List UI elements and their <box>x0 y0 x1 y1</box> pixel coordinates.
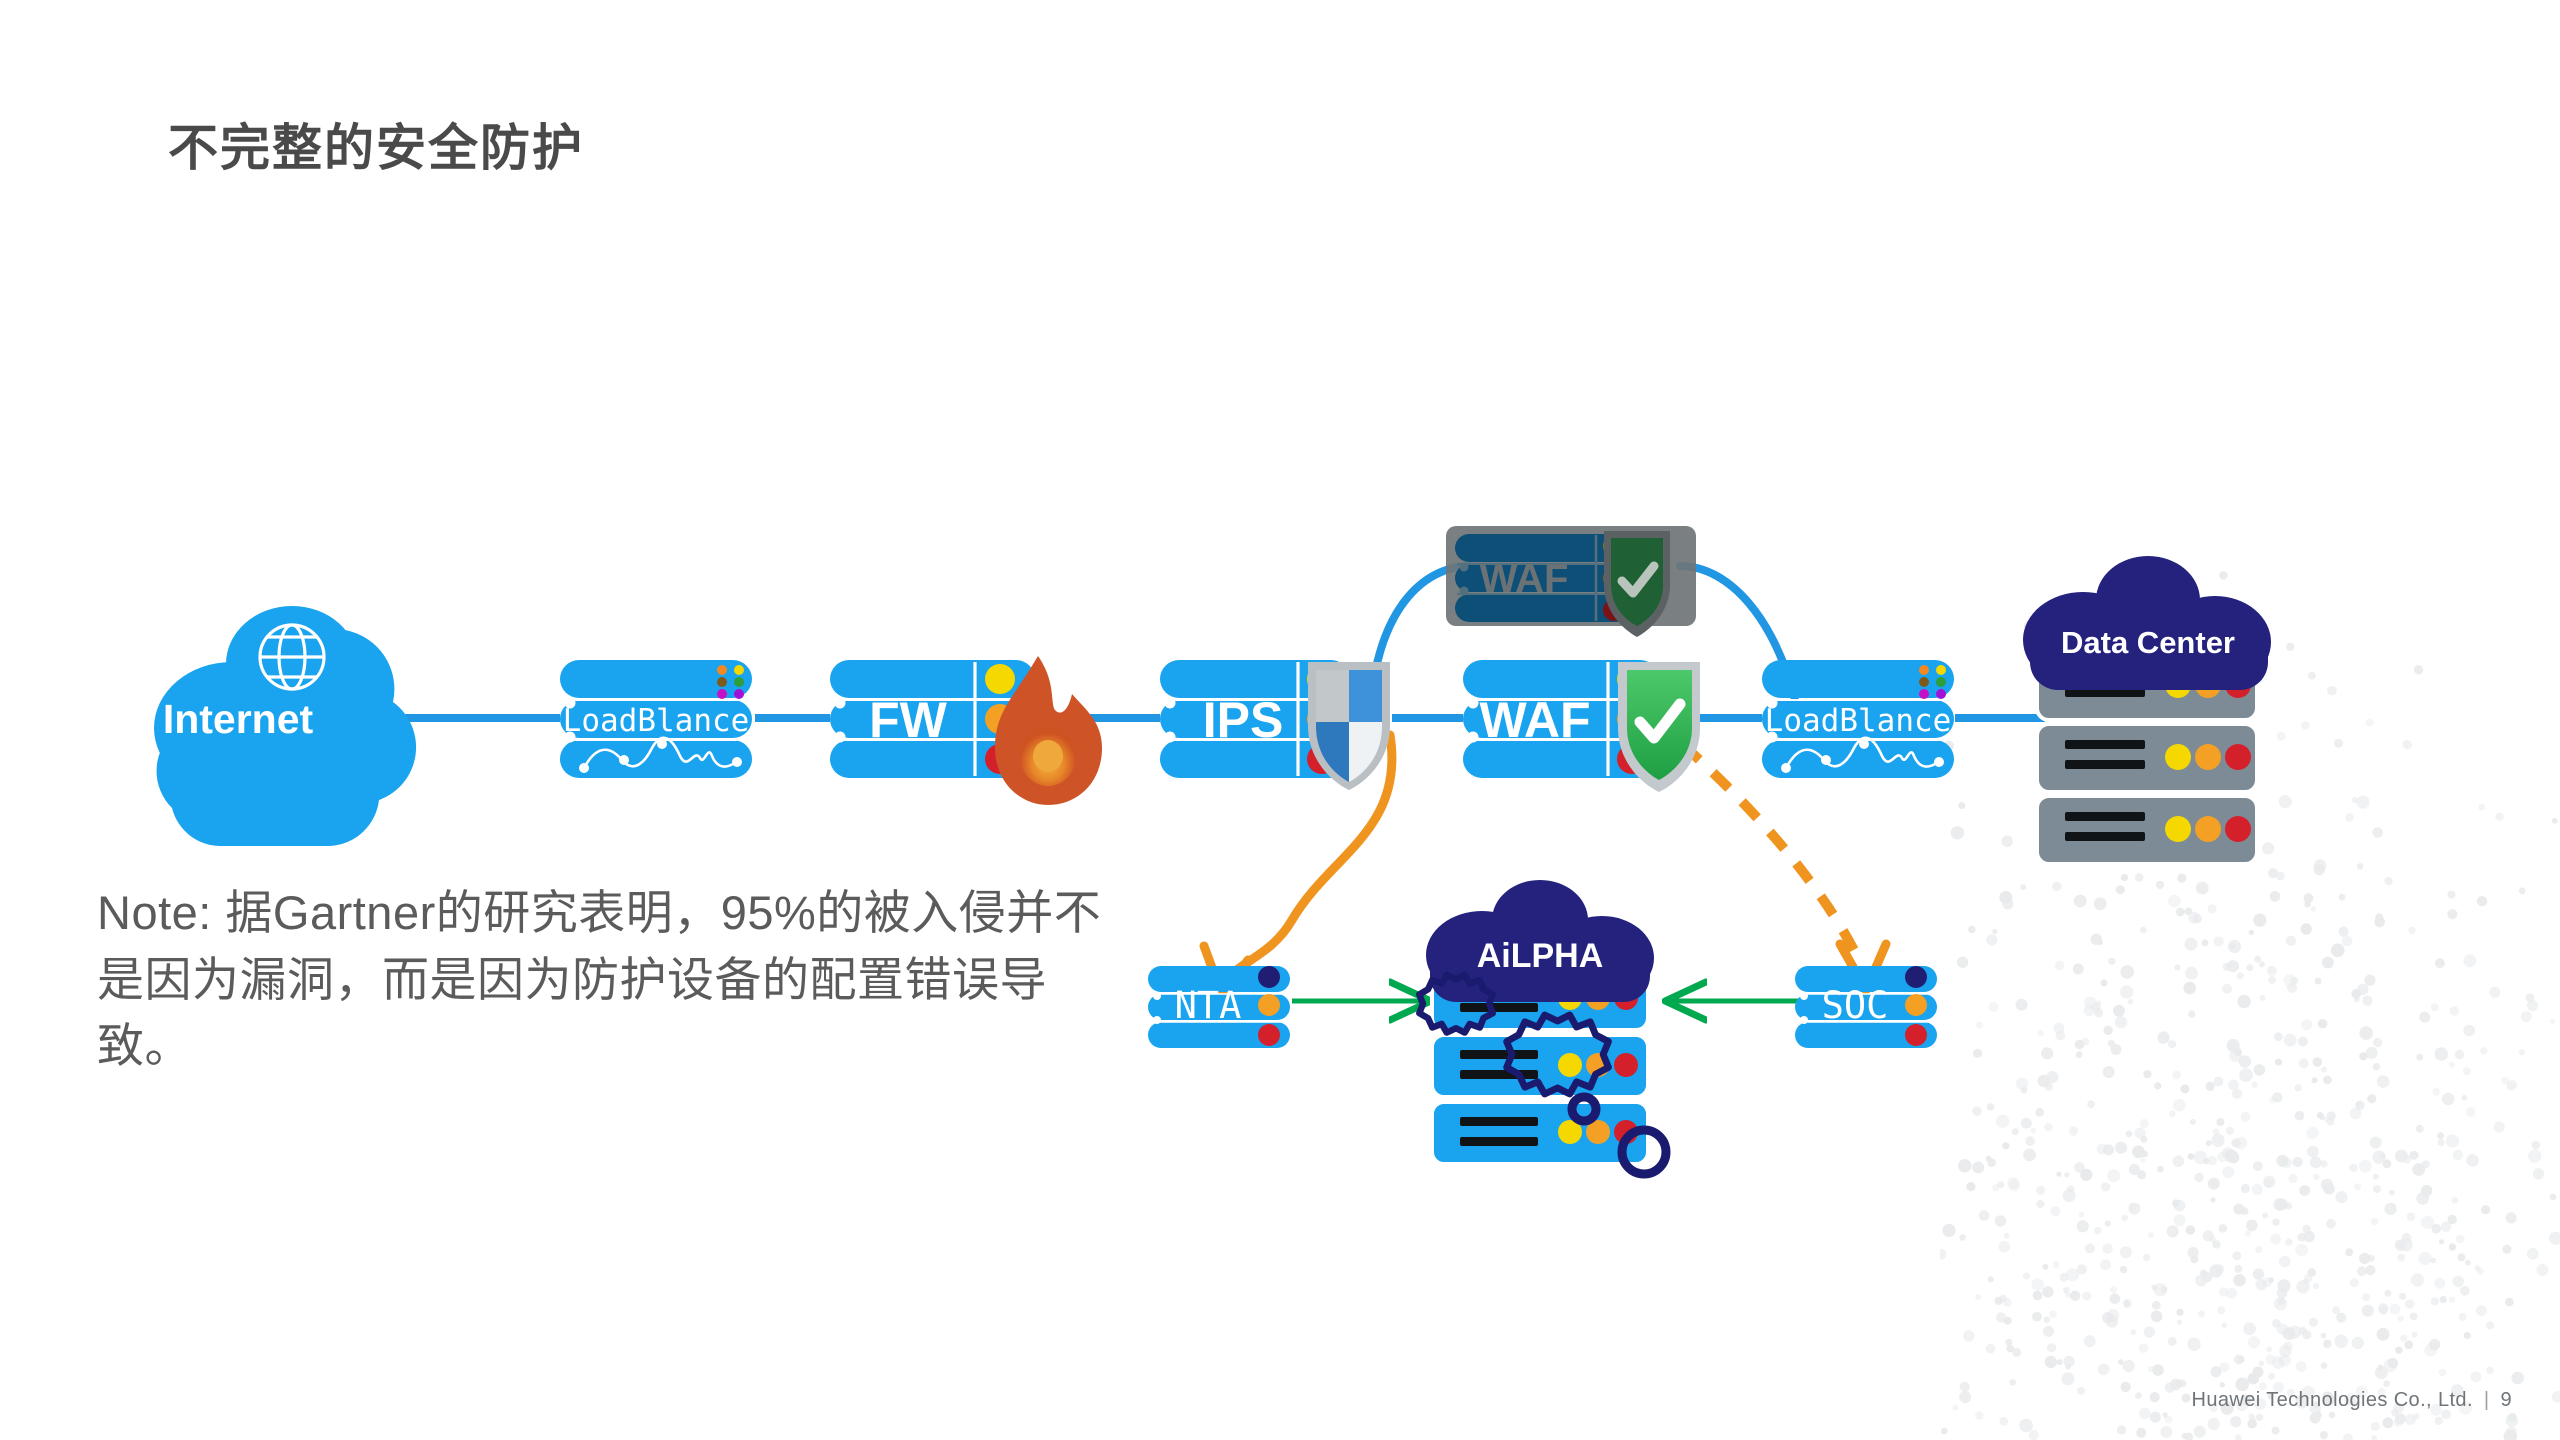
loadbalancer-dot-grid-right <box>1919 665 1946 699</box>
footer-company: Huawei Technologies Co., Ltd. <box>2191 1389 2473 1411</box>
soc-status-dot-orange <box>1905 994 1927 1016</box>
fw-status-dot-yellow <box>985 664 1015 694</box>
node-soc[interactable]: SOC <box>1795 966 1937 1048</box>
node-ailpha[interactable]: AiLPHA <box>1416 880 1671 1179</box>
nta-led-a <box>1153 992 1161 1000</box>
lb-left-led-a <box>564 697 576 709</box>
node-label-loadbalancer-right: LoadBlance <box>1765 703 1952 739</box>
ips-bar-bot <box>1160 740 1350 778</box>
waf-bypassed-bar-bot <box>1455 594 1635 622</box>
node-label-waf-bypassed: WAF <box>1480 557 1569 601</box>
nta-status-dot-red <box>1258 1024 1280 1046</box>
lb-right-led-b <box>1766 731 1778 743</box>
fw-bar-top <box>830 660 1035 698</box>
node-firewall[interactable]: FW <box>830 656 1102 805</box>
node-ips[interactable]: IPS <box>1160 660 1390 790</box>
page-title: 不完整的安全防护 <box>168 120 584 176</box>
soc-bar-top <box>1795 966 1937 992</box>
node-label-loadbalancer-left: LoadBlance <box>563 703 750 739</box>
loadbalancer-wave-icon-right <box>1781 736 1944 773</box>
nta-bar-bot <box>1148 1022 1290 1048</box>
globe-icon <box>258 623 326 691</box>
server-stack-icon-data-center <box>2035 650 2259 866</box>
node-label-firewall: FW <box>869 692 948 748</box>
lb-left-bar-mid <box>560 700 752 738</box>
ips-led-b <box>1164 731 1176 743</box>
shield-check-icon <box>1618 662 1700 792</box>
soc-status-dot-navy <box>1905 966 1927 988</box>
node-label-soc: SOC <box>1822 984 1889 1027</box>
soc-bar-mid <box>1795 994 1937 1020</box>
node-waf[interactable]: WAF <box>1463 660 1700 792</box>
nta-status-dot-orange <box>1258 994 1280 1016</box>
waf-bar-bot <box>1463 740 1659 778</box>
node-label-data-center: Data Center <box>2061 625 2235 660</box>
node-label-waf: WAF <box>1479 692 1590 748</box>
waf-led-a <box>1467 697 1479 709</box>
lb-right-led-a <box>1766 697 1778 709</box>
footer-page-number: 9 <box>2500 1389 2512 1411</box>
soc-led-b <box>1800 1016 1808 1024</box>
lb-right-bar-mid <box>1762 700 1954 738</box>
node-waf-bypassed[interactable]: WAF <box>1446 526 1696 637</box>
gears-icon <box>1416 971 1671 1179</box>
node-loadbalancer-left[interactable]: LoadBlance <box>560 660 752 778</box>
fw-bar-bot <box>830 740 1035 778</box>
fw-led-a <box>834 697 846 709</box>
node-nta[interactable]: NTA <box>1148 966 1290 1048</box>
lb-left-led-b <box>564 731 576 743</box>
node-label-internet: Internet <box>163 696 314 742</box>
note-text: Note: 据Gartner的研究表明，95%的被入侵并不是因为漏洞，而是因为防… <box>97 886 1102 1073</box>
soc-status-dot-red <box>1905 1024 1927 1046</box>
loadbalancer-dot-grid-left <box>717 665 744 699</box>
waf-bar-top <box>1463 660 1659 698</box>
nta-led-b <box>1153 1016 1161 1024</box>
lb-left-bar-top <box>560 660 752 698</box>
internet-cloud-base <box>160 710 370 790</box>
node-loadbalancer-right[interactable]: LoadBlance <box>1762 660 1954 778</box>
lb-right-bar-top <box>1762 660 1954 698</box>
nta-bar-top <box>1148 966 1290 992</box>
node-internet[interactable]: Internet <box>154 606 417 846</box>
loadbalancer-wave-icon-left <box>579 736 742 773</box>
soc-bar-bot <box>1795 1022 1937 1048</box>
waf-led-b <box>1467 731 1479 743</box>
node-label-nta: NTA <box>1175 984 1242 1027</box>
ips-led-a <box>1164 697 1176 709</box>
soc-led-a <box>1800 992 1808 1000</box>
footer-separator: | <box>2483 1389 2490 1411</box>
waf-bypassed-bar-mid <box>1455 564 1635 592</box>
waf-bar-mid <box>1463 700 1659 738</box>
node-data-center[interactable]: Data Center <box>2023 556 2271 866</box>
node-label-ailpha: AiLPHA <box>1477 937 1604 975</box>
flame-icon <box>995 656 1102 805</box>
shield-check-icon-dimmed <box>1604 531 1670 637</box>
nta-bar-mid <box>1148 994 1290 1020</box>
footer: Huawei Technologies Co., Ltd. | 9 <box>2192 1389 2512 1412</box>
nta-status-dot-navy <box>1258 966 1280 988</box>
link-waf-to-soc <box>1679 741 1865 965</box>
waf-bypassed-led-b <box>1459 586 1469 596</box>
ips-bar-mid <box>1160 700 1350 738</box>
waf-bypassed-led-a <box>1459 562 1469 572</box>
waf-bypassed-bar-top <box>1455 534 1635 562</box>
shield-quad-icon <box>1308 662 1390 790</box>
fw-bar-mid <box>830 700 1035 738</box>
data-center-cloud-shape <box>2023 556 2271 690</box>
node-label-ips: IPS <box>1203 692 1284 748</box>
ips-bar-top <box>1160 660 1350 698</box>
fw-led-b <box>834 731 846 743</box>
